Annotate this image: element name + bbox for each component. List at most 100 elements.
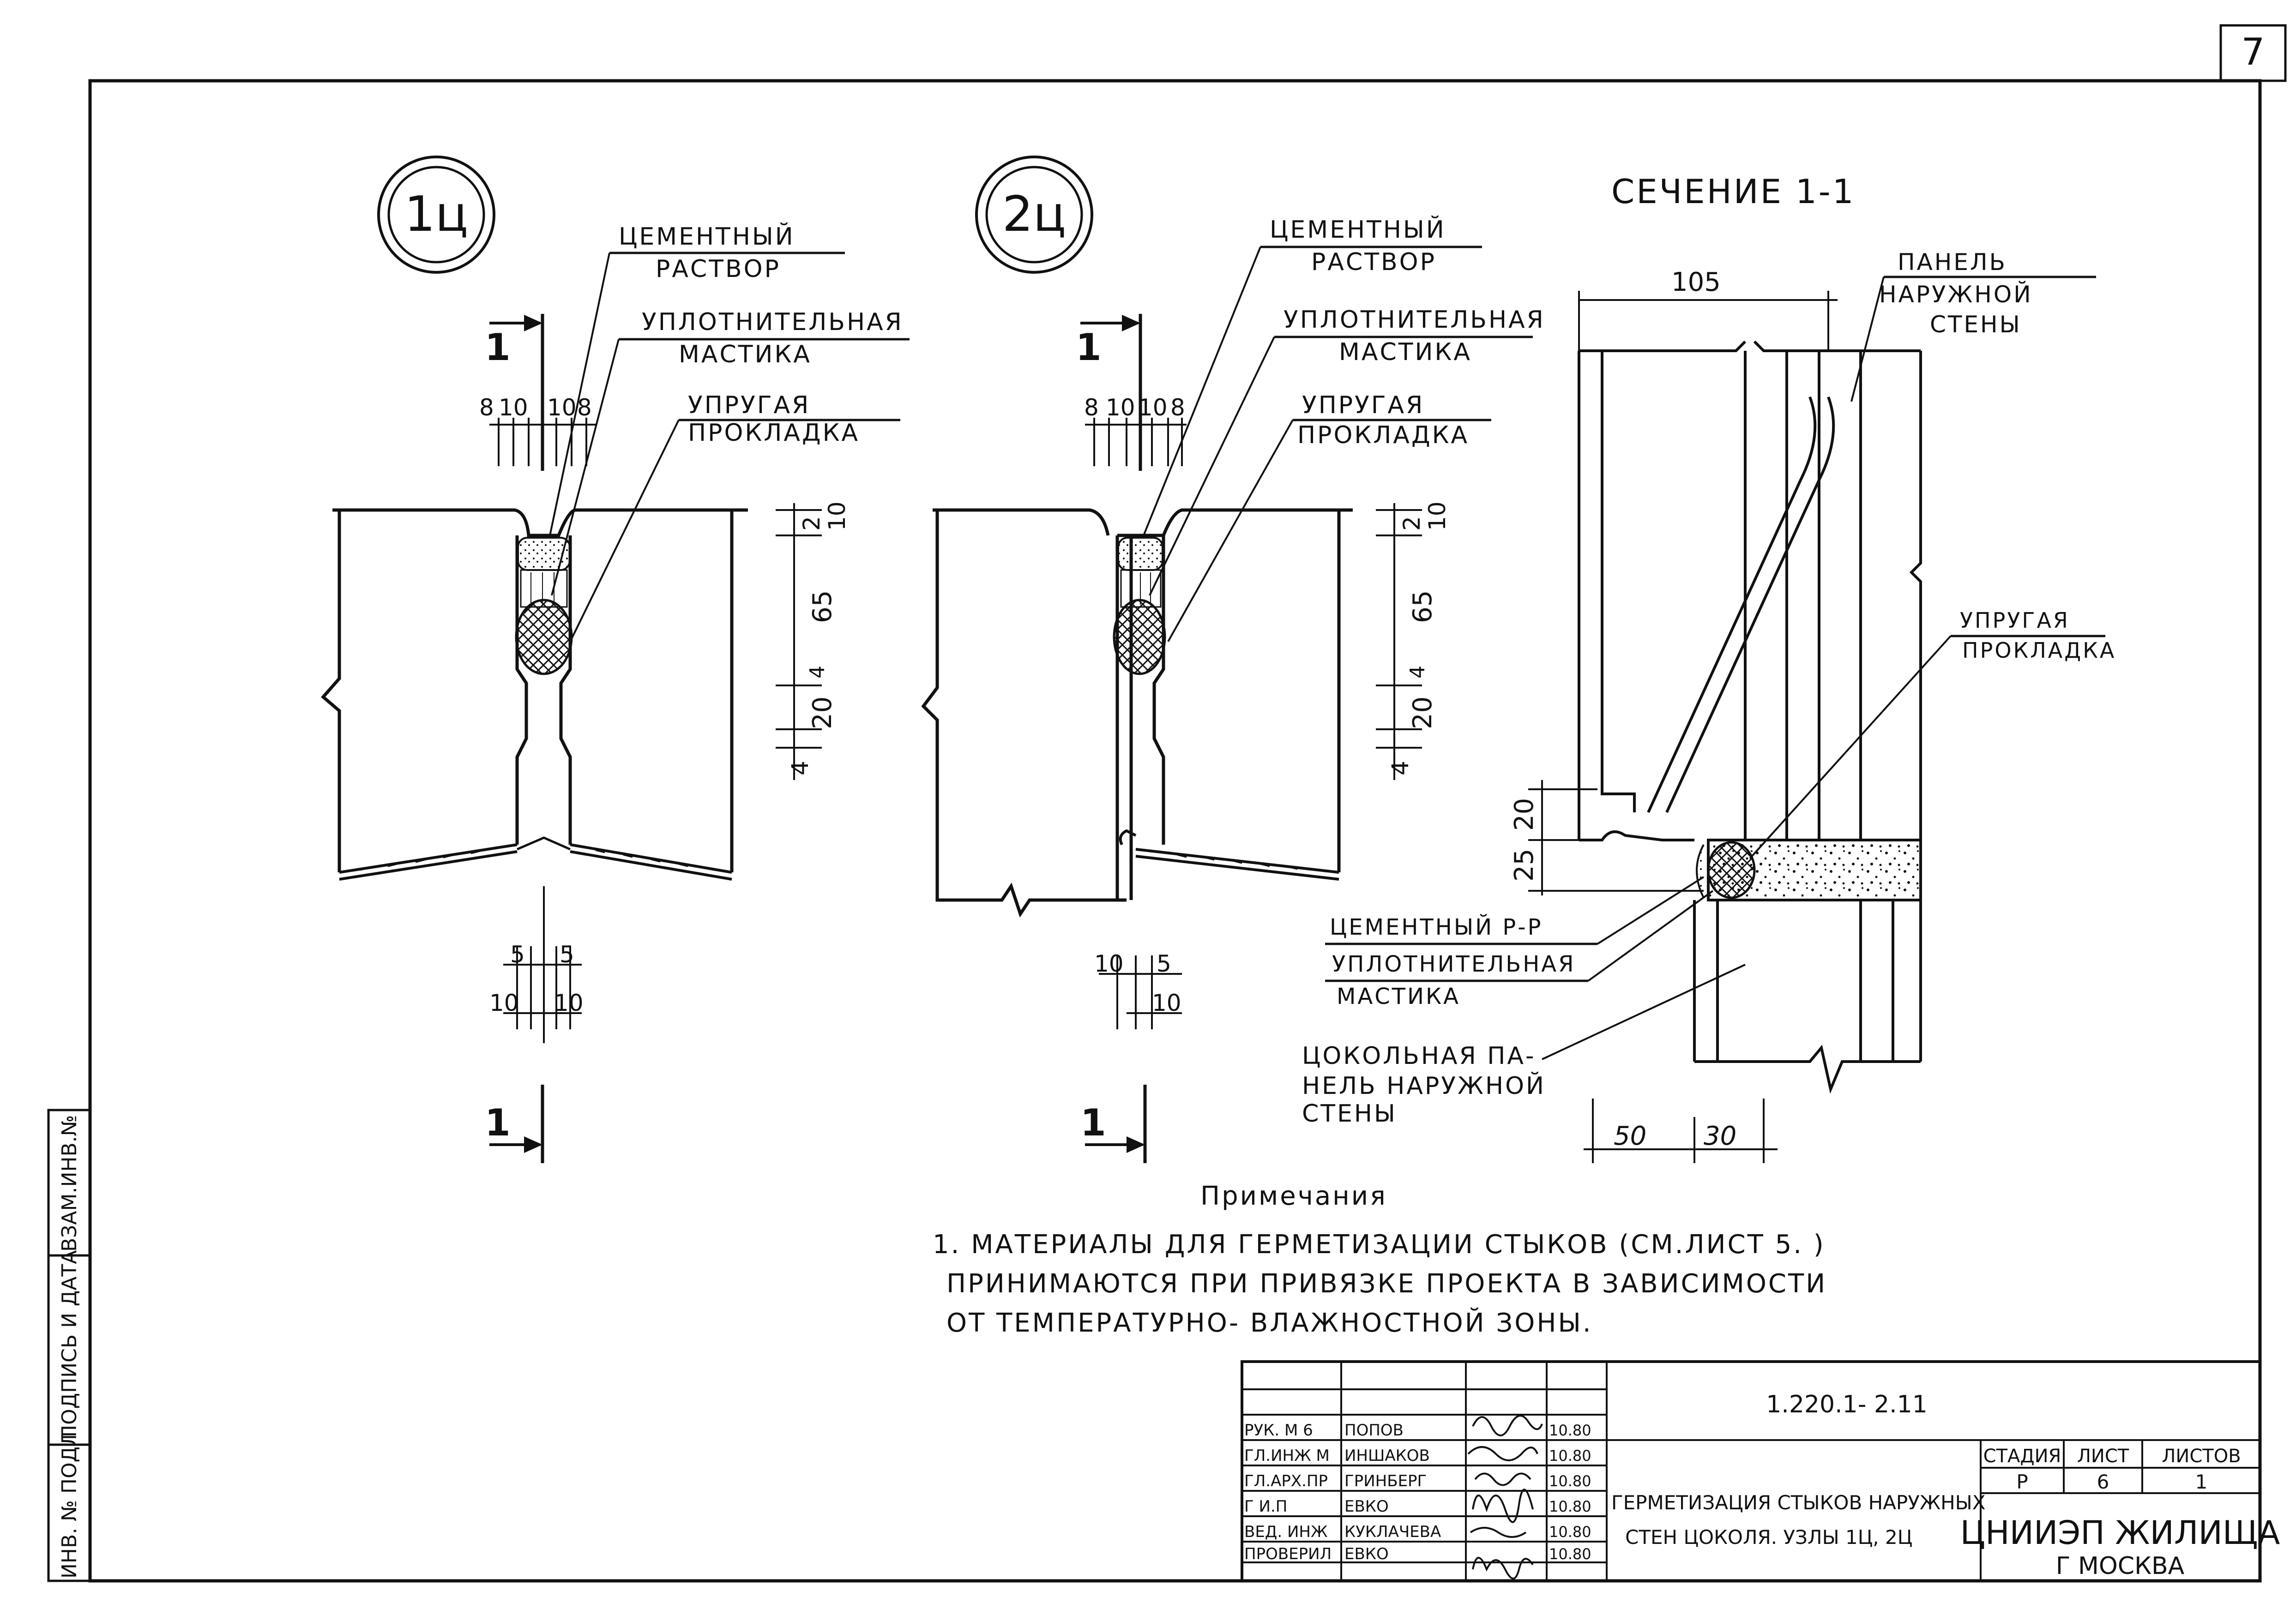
side-stamp: ИНВ. № ПОДЛ ПОДПИСЬ И ДАТА ВЗАМ.ИНВ.№ bbox=[47, 1109, 91, 1582]
node-1c-dim-bottom-a0: 5 bbox=[510, 941, 525, 968]
title-line-2: СТЕН ЦОКОЛЯ. УЗЛЫ 1Ц, 2Ц bbox=[1625, 1526, 1912, 1549]
section-gasket-label-2: ПРОКЛАДКА bbox=[1962, 638, 2116, 663]
node-1c-dim-top-0: 8 bbox=[479, 394, 494, 421]
section-title: СЕЧЕНИЕ 1-1 bbox=[1611, 172, 1856, 211]
node-2c-label-cement-1: ЦЕМЕНТНЫЙ bbox=[1270, 216, 1446, 244]
node-1c-dim-right-4: 20 bbox=[808, 696, 838, 729]
notes-line-2: ПРИНИМАЮТСЯ ПРИ ПРИВЯЗКЕ ПРОЕКТА В ЗАВИС… bbox=[946, 1269, 1827, 1299]
section-1-1: СЕЧЕНИЕ 1-1 105 ПАНЕЛЬ НАРУЖНОЙ СТЕНЫ bbox=[1302, 172, 2116, 1163]
row-name-2: ГРИНБЕРГ bbox=[1344, 1472, 1427, 1490]
section-dim-25: 25 bbox=[1509, 849, 1539, 882]
node-2c-label-sealant-2: МАСТИКА bbox=[1339, 338, 1472, 366]
node-1c-section-mark-top-label: 1 bbox=[485, 326, 511, 369]
section-panel-label-3: СТЕНЫ bbox=[1930, 311, 2022, 338]
row-role-0: РУК. М 6 bbox=[1244, 1421, 1313, 1440]
node-2c-label-gasket-2: ПРОКЛАДКА bbox=[1297, 421, 1469, 449]
row-name-1: ИНШАКОВ bbox=[1344, 1447, 1430, 1465]
row-role-4: ВЕД. ИНЖ bbox=[1244, 1523, 1328, 1541]
side-stamp-replace: ВЗАМ.ИНВ.№ bbox=[58, 1115, 81, 1252]
node-2c-dim-bottom-a1: 5 bbox=[1157, 950, 1171, 977]
node-1c: 1ц 1 ЦЕМЕНТНЫЙ РАСТВОР УПЛОТНИТЕЛЬНАЯ МА… bbox=[321, 156, 910, 1163]
node-1c-label-sealant-1: УПЛОТНИТЕЛЬНАЯ bbox=[642, 308, 904, 336]
row-date-4: 10.80 bbox=[1549, 1523, 1591, 1541]
side-stamp-sign: ПОДПИСЬ И ДАТА bbox=[58, 1250, 81, 1440]
node-2c-dim-bottom-b0: 10 bbox=[1152, 990, 1181, 1016]
node-1c-label-sealant-2: МАСТИКА bbox=[679, 341, 812, 368]
sheet-number-box: 7 bbox=[2219, 24, 2287, 82]
row-date-1: 10.80 bbox=[1549, 1447, 1591, 1465]
row-role-3: Г И.П bbox=[1244, 1497, 1287, 1516]
node-2c-dim-right-0: 2 bbox=[1398, 516, 1425, 531]
section-plinth-label-3: СТЕНЫ bbox=[1302, 1100, 1397, 1128]
section-plinth-label-2: НЕЛЬ НАРУЖНОЙ bbox=[1302, 1072, 1546, 1100]
node-2c-section-mark-bottom: 1 bbox=[1080, 1085, 1147, 1163]
node-1c-dim-bottom-b0: 10 bbox=[489, 990, 519, 1016]
node-1c-label-gasket-1: УПРУГАЯ bbox=[688, 391, 810, 419]
node-2c-dim-bottom-a0: 10 bbox=[1094, 950, 1124, 977]
node-2c: 2ц 1 ЦЕМЕНТНЫЙ РАСТВОР УПЛОТНИТЕЛЬНАЯ МА… bbox=[921, 156, 1545, 1163]
node-2c-dim-top-2: 10 bbox=[1138, 394, 1168, 421]
row-name-0: ПОПОВ bbox=[1344, 1421, 1404, 1440]
node-1c-dim-top-2: 10 bbox=[547, 394, 577, 421]
section-dim-20: 20 bbox=[1509, 798, 1539, 831]
node-1c-badge: 1ц bbox=[377, 156, 495, 274]
node-2c-section-mark-bottom-label: 1 bbox=[1080, 1101, 1106, 1144]
side-stamp-inv: ИНВ. № ПОДЛ bbox=[58, 1431, 81, 1579]
node-2c-dim-top-0: 8 bbox=[1084, 394, 1099, 421]
row-name-3: ЕВКО bbox=[1344, 1497, 1389, 1516]
node-2c-label-sealant-1: УПЛОТНИТЕЛЬНАЯ bbox=[1284, 306, 1545, 334]
notes-heading: Примечания bbox=[1200, 1181, 1387, 1211]
row-role-5: ПРОВЕРИЛ bbox=[1244, 1545, 1332, 1563]
node-1c-dim-right-3: 4 bbox=[806, 666, 829, 678]
sheet-header: ЛИСТ bbox=[2077, 1446, 2129, 1467]
org-name: ЦНИИЭП ЖИЛИЩА bbox=[1960, 1514, 2280, 1552]
node-1c-section-mark-bottom: 1 bbox=[485, 1085, 544, 1163]
row-name-5: ЕВКО bbox=[1344, 1545, 1389, 1563]
node-2c-dim-right-1: 10 bbox=[1424, 501, 1451, 531]
title-line-1: ГЕРМЕТИЗАЦИЯ СТЫКОВ НАРУЖНЫХ bbox=[1611, 1491, 1986, 1514]
sheet-value: 6 bbox=[2097, 1471, 2109, 1493]
node-1c-section-mark-top: 1 bbox=[485, 314, 544, 471]
section-panel-label-1: ПАНЕЛЬ bbox=[1898, 249, 2007, 276]
node-1c-dim-bottom-a1: 5 bbox=[560, 941, 574, 968]
section-sealant-label-1: УПЛОТНИТЕЛЬНАЯ bbox=[1332, 951, 1576, 977]
title-block: 1.220.1- 2.11 ГЕРМЕТИЗАЦИЯ СТЫКОВ НАРУЖН… bbox=[1241, 1360, 2280, 1582]
node-1c-label-cement-1: ЦЕМЕНТНЫЙ bbox=[619, 222, 795, 251]
row-date-0: 10.80 bbox=[1549, 1422, 1591, 1439]
sheets-header: ЛИСТОВ bbox=[2162, 1446, 2241, 1467]
row-date-5: 10.80 bbox=[1549, 1545, 1591, 1563]
node-1c-dim-top-1: 10 bbox=[499, 394, 528, 421]
handwritten-signatures bbox=[1467, 1415, 1543, 1579]
stage-header: СТАДИЯ bbox=[1983, 1446, 2061, 1467]
notes: Примечания 1. МАТЕРИАЛЫ ДЛЯ ГЕРМЕТИЗАЦИИ… bbox=[933, 1181, 1827, 1338]
section-plinth-label-1: ЦОКОЛЬНАЯ ПА- bbox=[1302, 1042, 1536, 1070]
node-1c-label-cement-2: РАСТВОР bbox=[656, 255, 781, 283]
node-2c-section-mark-top: 1 bbox=[1076, 314, 1142, 471]
section-gasket-label-1: УПРУГАЯ bbox=[1960, 608, 2070, 633]
node-2c-label-cement-2: РАСТВОР bbox=[1311, 248, 1436, 276]
node-1c-dim-right-2: 65 bbox=[808, 590, 838, 623]
node-2c-badge-text: 2ц bbox=[1002, 186, 1066, 242]
notes-line-1: 1. МАТЕРИАЛЫ ДЛЯ ГЕРМЕТИЗАЦИИ СТЫКОВ (СМ… bbox=[933, 1230, 1826, 1260]
sheets-value: 1 bbox=[2195, 1471, 2208, 1493]
row-role-1: ГЛ.ИНЖ М bbox=[1244, 1447, 1330, 1465]
row-date-2: 10.80 bbox=[1549, 1472, 1591, 1490]
stage-value: Р bbox=[2016, 1471, 2028, 1493]
node-1c-dim-top-3: 8 bbox=[577, 394, 592, 421]
section-dim-105: 105 bbox=[1671, 267, 1721, 297]
sheet-number: 7 bbox=[2242, 30, 2265, 73]
node-2c-dim-right-5: 4 bbox=[1387, 761, 1414, 775]
node-1c-badge-text: 1ц bbox=[404, 186, 468, 242]
notes-line-3: ОТ ТЕМПЕРАТУРНО- ВЛАЖНОСТНОЙ ЗОНЫ. bbox=[946, 1308, 1593, 1338]
row-role-2: ГЛ.АРХ.ПР bbox=[1244, 1472, 1328, 1490]
node-1c-dim-right-1: 10 bbox=[824, 501, 850, 531]
title-code: 1.220.1- 2.11 bbox=[1766, 1391, 1928, 1418]
org-city: Г МОСКВА bbox=[2056, 1552, 2185, 1580]
node-1c-dim-bottom-b1: 10 bbox=[554, 990, 584, 1016]
sheet-frame bbox=[88, 79, 2262, 1583]
row-name-4: КУКЛАЧЕВА bbox=[1344, 1523, 1441, 1541]
node-2c-dim-top-1: 10 bbox=[1106, 394, 1135, 421]
section-dim-50: 50 bbox=[1614, 1121, 1646, 1151]
signature-rows: РУК. М 6 ПОПОВ 10.80 ГЛ.ИНЖ М ИНШАКОВ 10… bbox=[1244, 1421, 1591, 1563]
